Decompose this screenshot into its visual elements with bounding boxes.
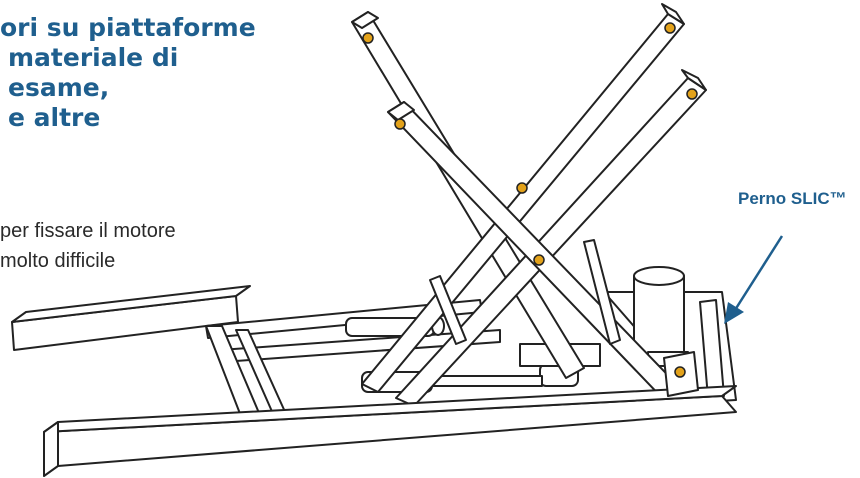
pivot-pin <box>686 88 698 100</box>
pivot-pin <box>533 254 545 266</box>
right-rail-face <box>699 299 725 399</box>
scissor-arm-rear-a-top <box>351 11 379 29</box>
heading-line-3: esame, <box>8 73 110 102</box>
arm-brace-left <box>429 275 467 345</box>
callout-label: Perno SLIC™ <box>738 189 847 208</box>
left-rail-top <box>11 285 251 323</box>
heading-line-1: ori su piattaforme <box>0 13 256 42</box>
pivot-pin <box>664 22 676 34</box>
motor-body <box>633 275 685 355</box>
callout-arrow <box>724 235 784 324</box>
front-rail-end <box>43 421 59 477</box>
motor-top <box>633 266 685 286</box>
pivot-pin <box>394 118 406 130</box>
body-line-2: molto difficile <box>0 250 116 272</box>
heading-line-4: e altre <box>8 103 101 132</box>
scissor-arm-front-c-top <box>681 69 707 91</box>
heading: ori su piattaforme materiale di esame, e… <box>0 13 300 133</box>
heading-line-2: materiale di <box>8 43 179 72</box>
pivot-pin <box>362 32 374 44</box>
arm-brace-right <box>583 239 621 345</box>
body-text: per fissare il motore molto difficile <box>0 216 176 276</box>
actuator-rod <box>429 375 543 387</box>
pivot-pin <box>674 366 686 378</box>
body-line-1: per fissare il motore <box>0 220 176 242</box>
pivot-pin <box>516 182 528 194</box>
scissor-arm-front-d-top <box>387 101 415 121</box>
scissor-arm-rear-b-top <box>661 3 685 25</box>
